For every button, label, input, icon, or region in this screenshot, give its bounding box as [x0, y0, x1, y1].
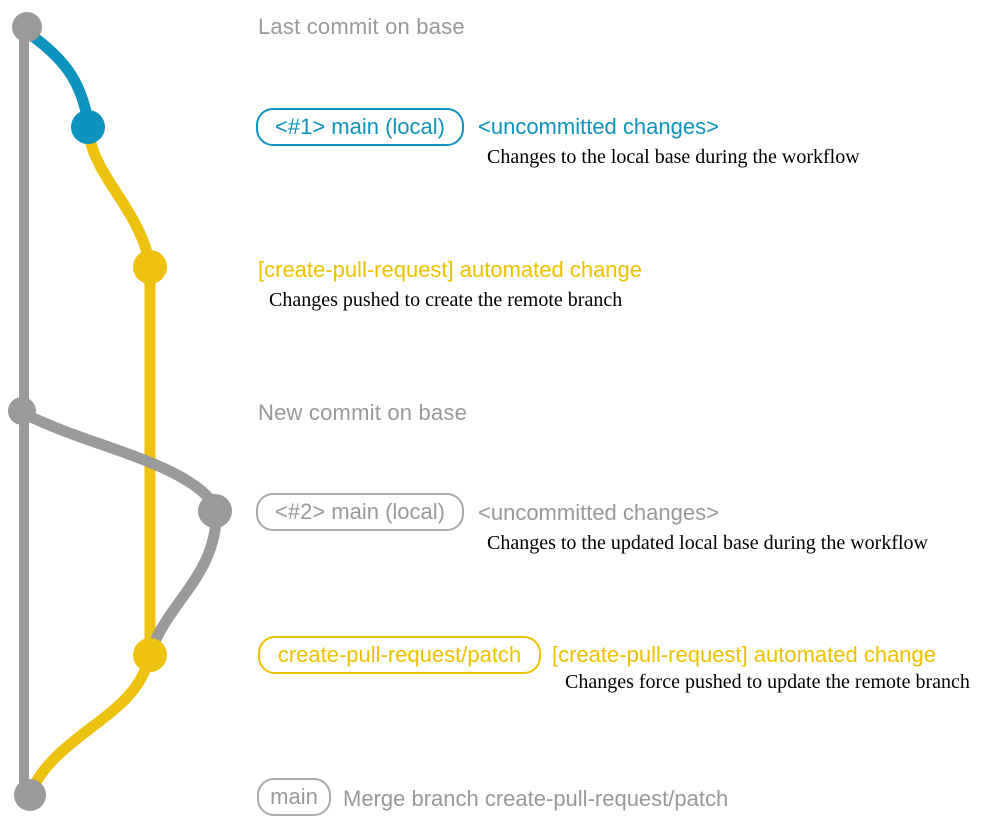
- branch-line-local-change: [21, 26, 94, 128]
- status-uncommitted-changes-2: <uncommitted changes>: [478, 500, 719, 525]
- branch-badge-label: <#1> main (local): [275, 114, 445, 139]
- commit-node-uncommitted-1: [71, 110, 105, 144]
- description-force-push-update-remote: Changes force pushed to update the remot…: [565, 671, 970, 693]
- commit-graph: [8, 12, 232, 811]
- branch-badge-main-local-1: <#1> main (local): [256, 108, 464, 146]
- note-last-commit-on-base: Last commit on base: [258, 14, 465, 39]
- commit-node-automated-1: [133, 250, 167, 284]
- commit-node-automated-2: [133, 638, 167, 672]
- description-updated-local-base-changes: Changes to the updated local base during…: [487, 532, 928, 554]
- commit-message-automated-change-2: [create-pull-request] automated change: [552, 642, 937, 667]
- description-push-create-remote: Changes pushed to create the remote bran…: [269, 289, 623, 311]
- branch-line-pull-request-create: [83, 130, 155, 266]
- branch-badge-main: main: [257, 778, 331, 816]
- note-new-commit-on-base: New commit on base: [258, 400, 468, 425]
- commit-node-new-base: [8, 397, 36, 425]
- commit-message-automated-change-1: [create-pull-request] automated change: [258, 257, 643, 282]
- commit-node-merge: [14, 779, 46, 811]
- status-uncommitted-changes-1: <uncommitted changes>: [478, 114, 719, 139]
- commit-message-merge-branch: Merge branch create-pull-request/patch: [343, 786, 729, 811]
- description-local-base-changes: Changes to the local base during the wor…: [487, 146, 860, 168]
- branch-badge-label: create-pull-request/patch: [277, 642, 522, 667]
- commit-node-last-base: [12, 12, 42, 42]
- branch-line-pull-request-merge: [25, 654, 154, 798]
- branch-line-local-update-in: [146, 515, 222, 654]
- branch-badge-create-pull-request-patch: create-pull-request/patch: [258, 636, 541, 674]
- branch-line-local-update-out: [19, 408, 219, 509]
- branch-badge-label: <#2> main (local): [275, 499, 445, 524]
- commit-node-uncommitted-2: [198, 494, 232, 528]
- branch-badge-label: main: [270, 784, 318, 809]
- branch-badge-main-local-2: <#2> main (local): [256, 493, 464, 531]
